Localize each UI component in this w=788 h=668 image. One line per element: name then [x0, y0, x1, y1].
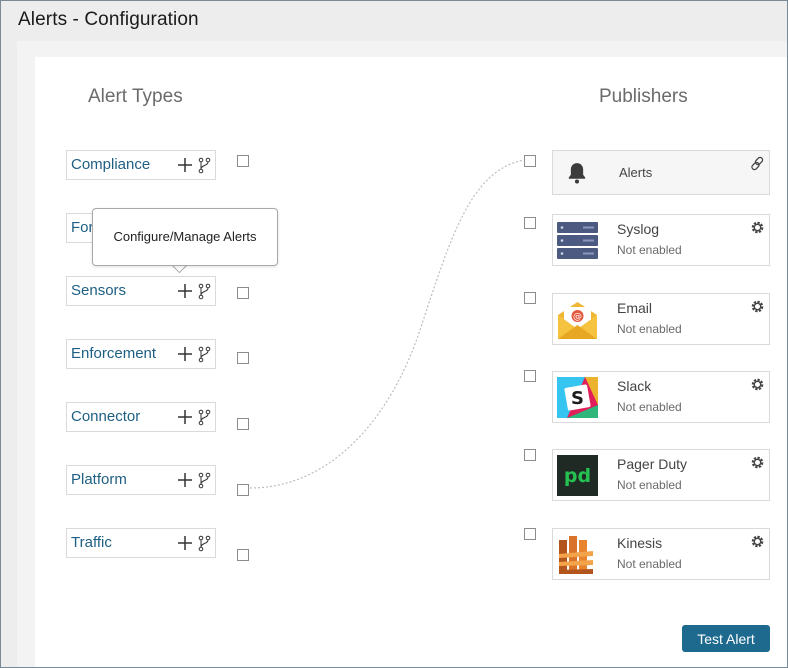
publisher-alerts[interactable]: Alerts: [552, 150, 770, 195]
alert-type-label: For: [71, 219, 94, 236]
publisher-name: Pager Duty: [617, 456, 688, 472]
plus-icon[interactable]: [177, 408, 193, 426]
plus-icon[interactable]: [177, 156, 193, 174]
bell-icon: [568, 163, 586, 184]
publisher-slack[interactable]: S Slack Not enabled: [552, 371, 770, 423]
branch-icon[interactable]: [198, 535, 211, 552]
alert-type-checkbox[interactable]: [237, 155, 249, 167]
publisher-status: Not enabled: [617, 557, 682, 571]
publisher-checkbox[interactable]: [524, 155, 536, 167]
alert-type-label: Compliance: [71, 156, 151, 173]
publisher-checkbox[interactable]: [524, 217, 536, 229]
gear-icon[interactable]: [750, 220, 765, 235]
publisher-name: Kinesis: [617, 535, 663, 551]
page-title: Alerts - Configuration: [18, 9, 199, 30]
pagerduty-logo-icon: pd: [557, 455, 598, 496]
alert-type-label: Sensors: [71, 282, 127, 299]
alert-type-platform: Platform: [66, 465, 216, 495]
syslog-server-icon: [557, 222, 598, 259]
publisher-name: Slack: [617, 378, 652, 394]
alert-type-compliance: Compliance: [66, 150, 216, 180]
gear-icon[interactable]: [750, 377, 765, 392]
alert-type-checkbox[interactable]: [237, 549, 249, 561]
publisher-checkbox[interactable]: [524, 528, 536, 540]
plus-icon[interactable]: [177, 534, 193, 552]
publisher-name: Alerts: [619, 165, 653, 180]
alert-type-label: Traffic: [71, 534, 112, 551]
publisher-name: Email: [617, 300, 653, 316]
alert-type-checkbox[interactable]: [237, 352, 249, 364]
publisher-status: Not enabled: [617, 478, 682, 492]
publishers-title: Publishers: [599, 86, 688, 107]
email-envelope-icon: @: [558, 302, 597, 339]
header-bar: Alerts - Configuration: [1, 1, 787, 39]
gear-icon[interactable]: [750, 299, 765, 314]
publisher-status: Not enabled: [617, 322, 682, 336]
svg-text:pd: pd: [564, 465, 591, 487]
alert-type-label: Connector: [71, 408, 141, 425]
svg-text:S: S: [571, 388, 584, 409]
configure-alerts-tooltip: Configure/Manage Alerts: [92, 208, 278, 266]
publisher-syslog[interactable]: Syslog Not enabled: [552, 214, 770, 266]
publisher-name: Syslog: [617, 221, 660, 237]
alert-type-traffic: Traffic: [66, 528, 216, 558]
publisher-status: Not enabled: [617, 400, 682, 414]
slack-logo-icon: S: [557, 377, 598, 418]
publisher-status: Not enabled: [617, 243, 682, 257]
plus-icon[interactable]: [177, 471, 193, 489]
alert-type-sensors: Sensors: [66, 276, 216, 306]
kinesis-logo-icon: [559, 536, 593, 574]
link-icon[interactable]: [750, 156, 765, 171]
svg-text:@: @: [573, 312, 582, 322]
alert-type-checkbox[interactable]: [237, 418, 249, 430]
alert-type-label: Enforcement: [71, 345, 157, 362]
alert-type-enforcement: Enforcement: [66, 339, 216, 369]
publisher-kinesis[interactable]: Kinesis Not enabled: [552, 528, 770, 580]
branch-icon[interactable]: [198, 157, 211, 174]
branch-icon[interactable]: [198, 283, 211, 300]
plus-icon[interactable]: [177, 345, 193, 363]
publisher-email[interactable]: @ Email Not enabled: [552, 293, 770, 345]
alert-type-label: Platform: [71, 471, 127, 488]
publisher-checkbox[interactable]: [524, 449, 536, 461]
branch-icon[interactable]: [198, 472, 211, 489]
alert-type-checkbox[interactable]: [237, 287, 249, 299]
plus-icon[interactable]: [177, 282, 193, 300]
test-alert-button[interactable]: Test Alert: [682, 625, 770, 652]
tooltip-text: Configure/Manage Alerts: [113, 229, 257, 244]
alert-type-checkbox[interactable]: [237, 484, 249, 496]
branch-icon[interactable]: [198, 409, 211, 426]
publisher-checkbox[interactable]: [524, 370, 536, 382]
gear-icon[interactable]: [750, 534, 765, 549]
alert-types-title: Alert Types: [88, 86, 183, 107]
alert-type-connector: Connector: [66, 402, 216, 432]
gear-icon[interactable]: [750, 455, 765, 470]
publisher-checkbox[interactable]: [524, 292, 536, 304]
branch-icon[interactable]: [198, 346, 211, 363]
publisher-pager-duty[interactable]: pd Pager Duty Not enabled: [552, 449, 770, 501]
